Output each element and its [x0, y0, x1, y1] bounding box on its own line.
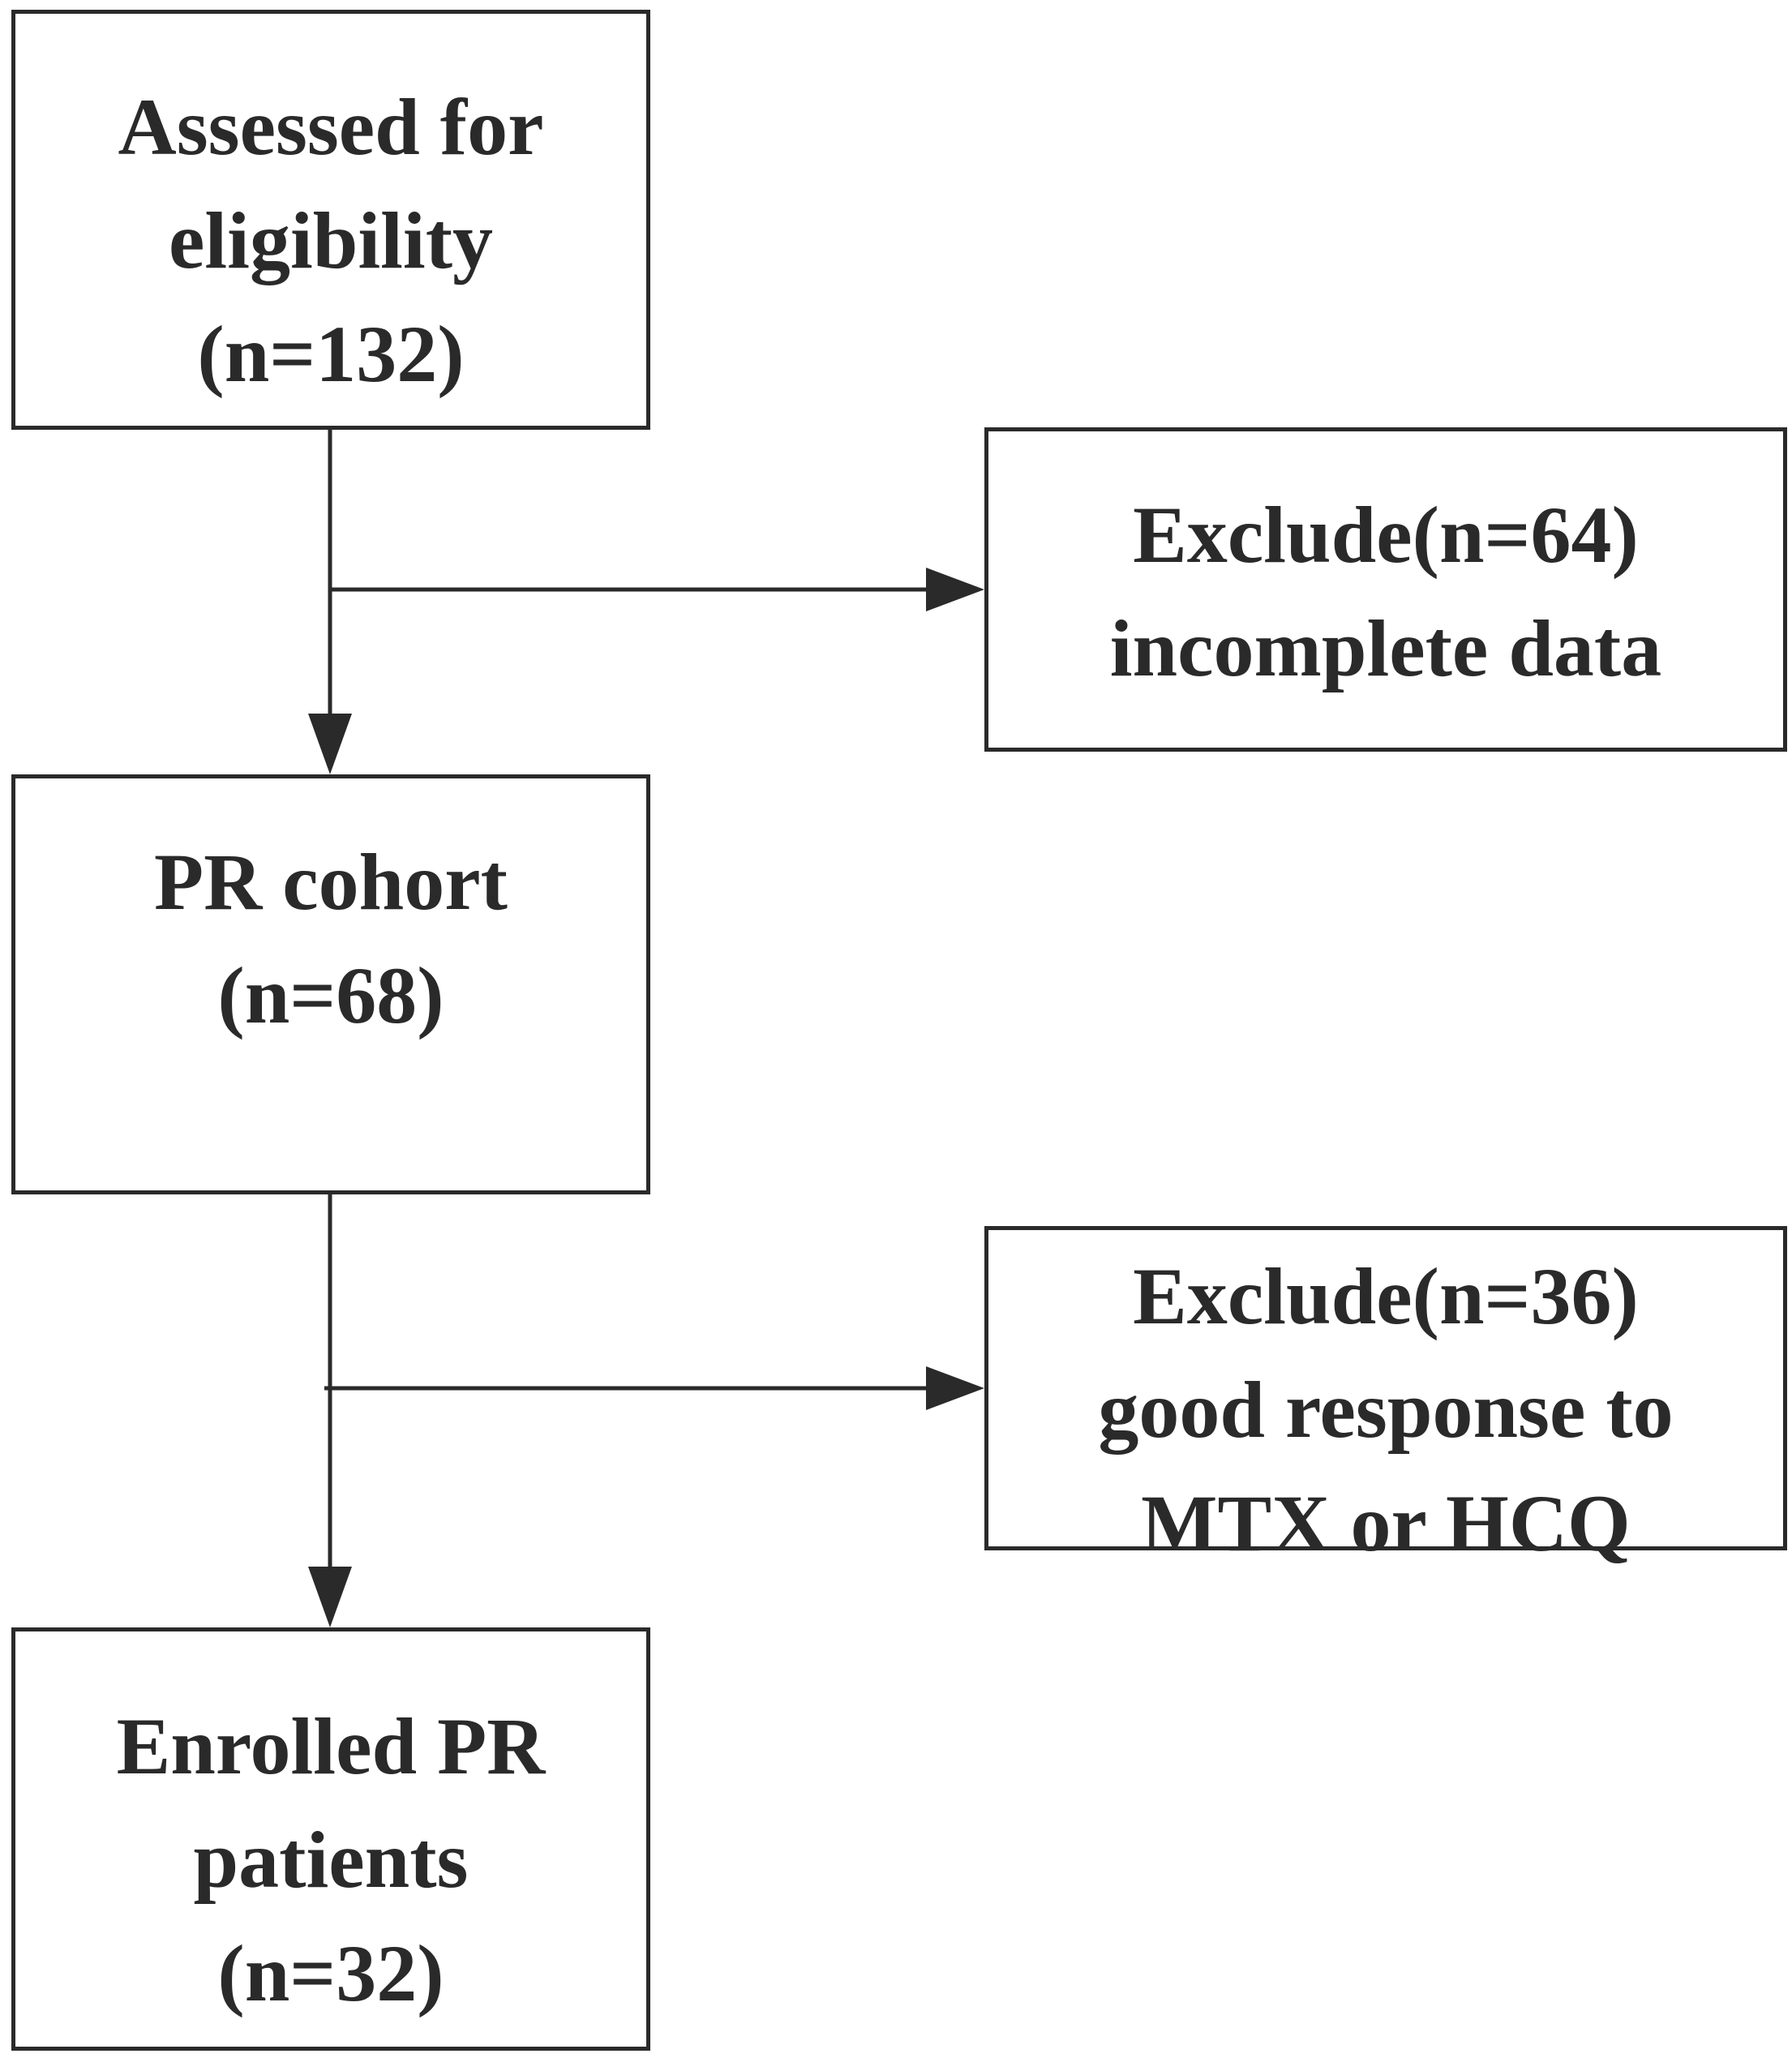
arrowhead-to-exclude-1: [926, 568, 984, 611]
exclude-2-line-2: good response to: [1098, 1365, 1674, 1455]
exclude-incomplete-data-box: Exclude(n=64) incomplete data: [984, 427, 1787, 752]
assessed-line-2: eligibility: [169, 195, 493, 285]
pr-cohort-box: PR cohort (n=68): [11, 774, 650, 1194]
cohort-line-2: (n=68): [217, 950, 444, 1040]
arrowhead-to-enrolled: [308, 1567, 352, 1627]
exclude-good-response-box: Exclude(n=36) good response to MTX or HC…: [984, 1226, 1787, 1568]
enrolled-pr-patients-box: Enrolled PR patients (n=32): [11, 1627, 650, 2051]
enrolled-line-3: (n=32): [217, 1928, 444, 2018]
assessed-line-1: Assessed for: [118, 82, 544, 172]
exclude-1-line-2: incomplete data: [1109, 603, 1662, 693]
arrowhead-to-exclude-2: [926, 1366, 984, 1410]
enrolled-line-1: Enrolled PR: [116, 1701, 546, 1791]
exclude-1-line-1: Exclude(n=64): [1133, 490, 1639, 580]
enrolled-line-2: patients: [193, 1815, 469, 1905]
arrowhead-to-cohort: [308, 714, 352, 774]
assessed-for-eligibility-box: Assessed for eligibility (n=132): [11, 10, 650, 430]
exclude-2-line-1: Exclude(n=36): [1133, 1251, 1639, 1341]
cohort-line-1: PR cohort: [154, 837, 508, 927]
assessed-line-3: (n=132): [197, 309, 465, 399]
exclude-2-line-3: MTX or HCQ: [1141, 1478, 1631, 1568]
